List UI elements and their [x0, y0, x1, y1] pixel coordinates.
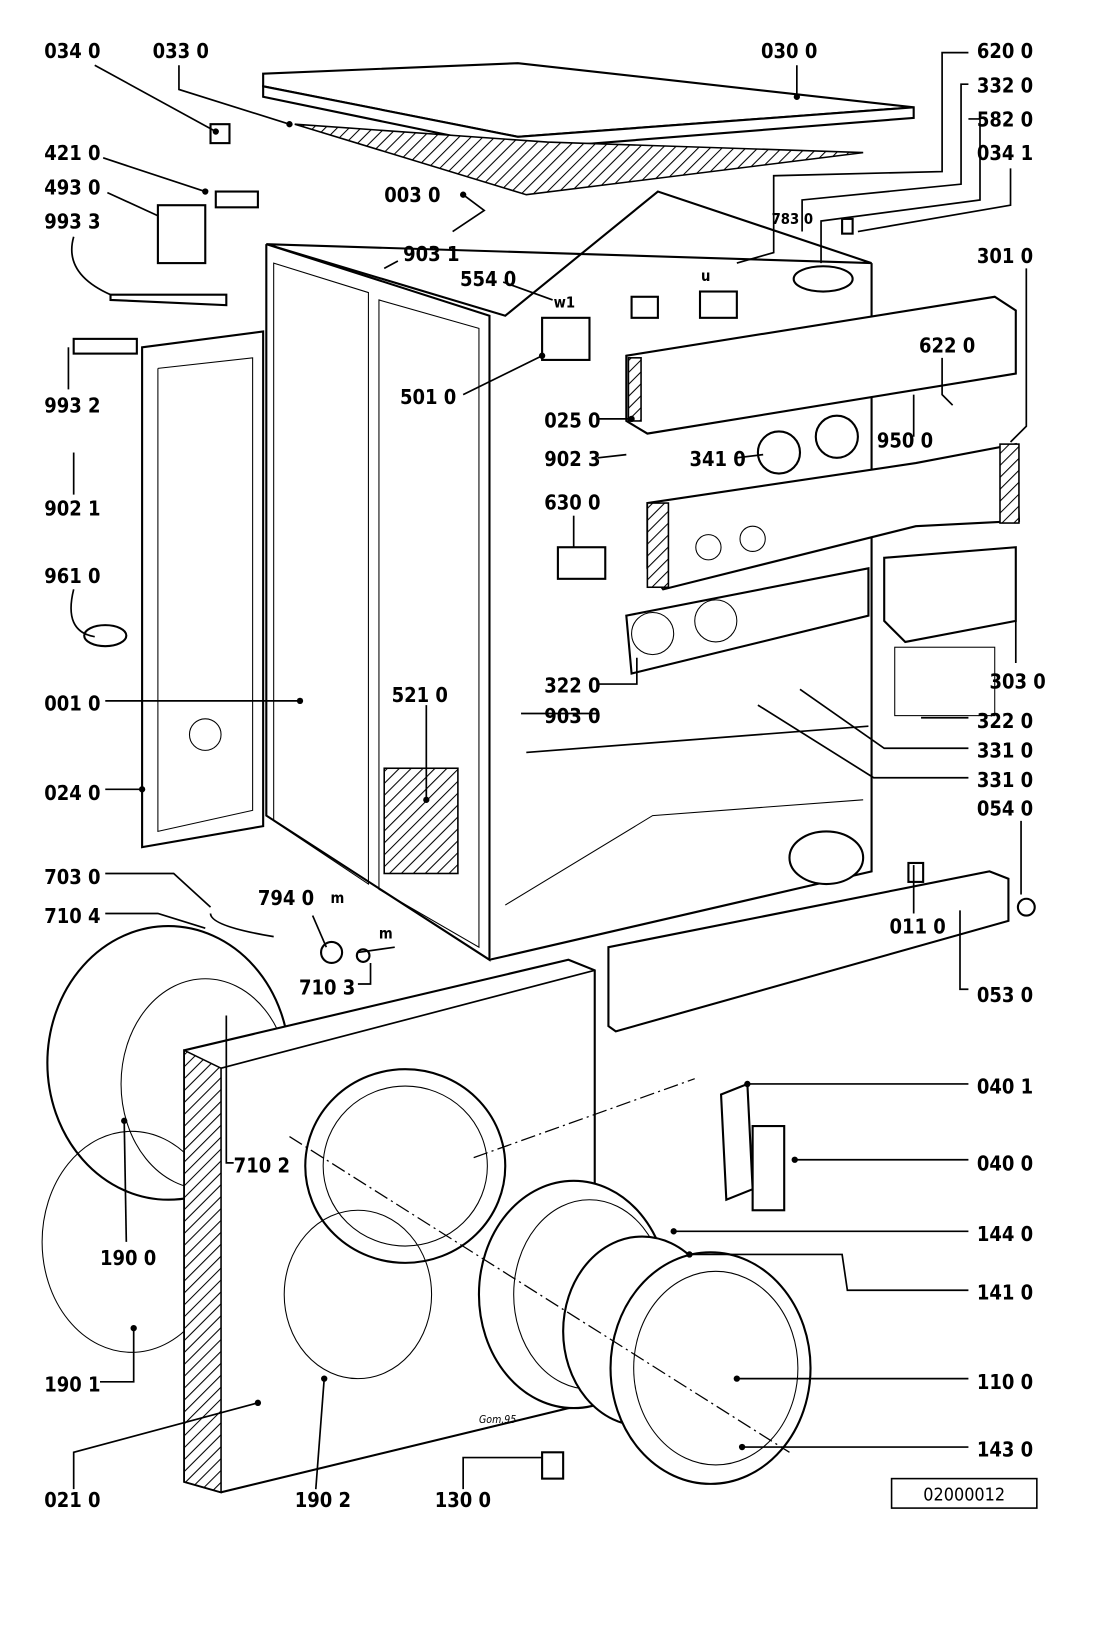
small-parts	[72, 123, 1036, 1480]
label-903-1: 903 1	[403, 242, 459, 266]
label-710-4: 710 4	[44, 904, 100, 928]
label-950-0: 950 0	[877, 428, 933, 452]
label-024-0: 024 0	[44, 781, 100, 805]
back-panel	[83, 330, 265, 849]
label-322-0-b: 322 0	[977, 709, 1033, 733]
label-521-0: 521 0	[392, 683, 448, 707]
label-794-0: 794 0	[258, 886, 314, 910]
label-054-0: 054 0	[977, 797, 1033, 821]
leader-lines	[67, 51, 1028, 1490]
door-assembly	[289, 1078, 812, 1485]
label-040-0: 040 0	[977, 1151, 1033, 1175]
label-993-3: 993 3	[44, 209, 100, 233]
label-332-0: 332 0	[977, 74, 1033, 98]
label-961-0: 961 0	[44, 564, 100, 588]
label-025-0: 025 0	[544, 408, 600, 432]
label-110-0: 110 0	[977, 1370, 1033, 1394]
label-493-0: 493 0	[44, 176, 100, 200]
label-034-1: 034 1	[977, 141, 1033, 165]
label-421-0: 421 0	[44, 141, 100, 165]
label-003-0: 003 0	[384, 183, 440, 207]
label-783-0: 783 0	[772, 211, 813, 228]
label-143-0: 143 0	[977, 1438, 1033, 1462]
label-301-0: 301 0	[977, 244, 1033, 268]
label-501-0: 501 0	[400, 385, 456, 409]
label-141-0: 141 0	[977, 1281, 1033, 1305]
label-993-2: 993 2	[44, 394, 100, 418]
label-622-0: 622 0	[919, 334, 975, 358]
label-903-0: 903 0	[544, 704, 600, 728]
label-630-0: 630 0	[544, 490, 600, 514]
label-620-0: 620 0	[977, 39, 1033, 63]
label-040-1: 040 1	[977, 1074, 1033, 1098]
label-331-0-a: 331 0	[977, 739, 1033, 763]
label-030-0: 030 0	[761, 39, 817, 63]
label-554-0: 554 0	[460, 267, 516, 291]
label-u: u	[701, 268, 710, 285]
label-190-2: 190 2	[295, 1488, 351, 1512]
label-021-0: 021 0	[44, 1488, 100, 1512]
label-011-0: 011 0	[889, 914, 945, 938]
front-panel	[183, 958, 596, 1494]
label-033-0: 033 0	[153, 39, 209, 63]
signature: Gom.95	[479, 1414, 516, 1426]
top-cover	[262, 62, 915, 196]
label-w1: w1	[554, 294, 575, 311]
label-710-3: 710 3	[299, 976, 355, 1000]
label-582-0: 582 0	[977, 107, 1033, 131]
label-703-0: 703 0	[44, 865, 100, 889]
label-331-0-b: 331 0	[977, 768, 1033, 792]
label-130-0: 130 0	[435, 1488, 491, 1512]
drawing-number: 02000012	[923, 1485, 1005, 1506]
label-m-2: m	[379, 926, 393, 943]
label-144-0: 144 0	[977, 1222, 1033, 1246]
label-341-0: 341 0	[689, 447, 745, 471]
plinth	[607, 870, 1010, 1033]
control-panel	[625, 295, 1021, 717]
label-190-0: 190 0	[100, 1246, 156, 1270]
label-001-0: 001 0	[44, 691, 100, 715]
label-902-1: 902 1	[44, 497, 100, 521]
label-710-2: 710 2	[234, 1153, 290, 1177]
drawing-number-box: 02000012	[890, 1477, 1038, 1509]
label-902-3: 902 3	[544, 447, 600, 471]
label-m-1: m	[331, 890, 345, 907]
label-034-0: 034 0	[44, 39, 100, 63]
part-labels: 034 0 033 0 030 0 620 0 332 0 582 0 034 …	[44, 39, 1046, 1512]
label-303-0: 303 0	[989, 669, 1045, 693]
label-053-0: 053 0	[977, 983, 1033, 1007]
label-322-0-a: 322 0	[544, 673, 600, 697]
label-190-1: 190 1	[44, 1372, 100, 1396]
